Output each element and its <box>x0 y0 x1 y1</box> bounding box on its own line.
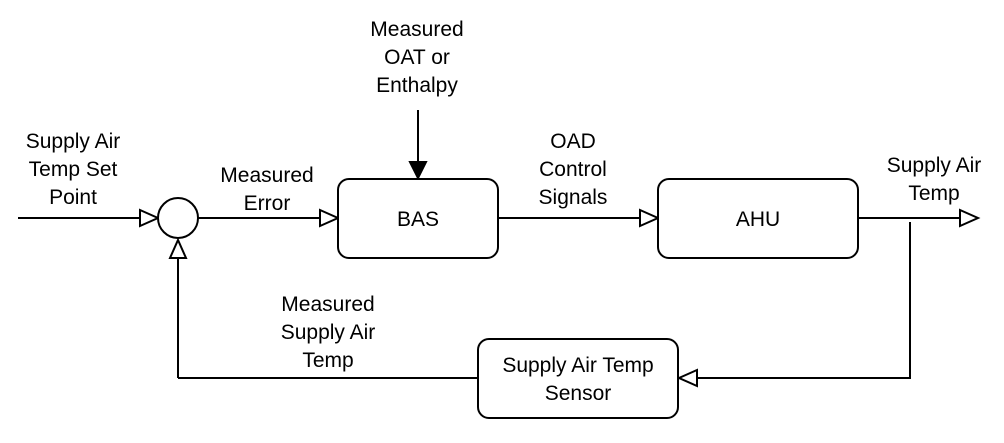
oad-control-label-line-3: Signals <box>539 186 608 209</box>
ahu-block: AHU <box>657 178 859 259</box>
feedback-arrowhead <box>168 237 188 259</box>
sensor-label-line-2: Sensor <box>545 382 612 405</box>
oad-control-label-line-1: OAD <box>550 130 596 153</box>
setpoint-arrowhead <box>139 208 161 228</box>
measured-error-label: Measured Error <box>220 164 313 215</box>
measured-error-label-line-1: Measured <box>220 164 313 187</box>
measured-oat-label: Measured OAT or Enthalpy <box>370 18 463 97</box>
oad-control-label: OAD Control Signals <box>539 130 608 209</box>
oad-arrowhead <box>639 208 661 228</box>
measured-supply-label-line-2: Supply Air <box>281 321 376 344</box>
setpoint-label-line-3: Point <box>49 186 97 209</box>
measured-oat-label-line-2: OAT or <box>384 46 450 69</box>
feedback-wire <box>697 222 911 379</box>
measured-supply-label-line-1: Measured <box>281 293 374 316</box>
measured-supply-label-line-3: Temp <box>302 349 353 372</box>
measured-supply-label: Measured Supply Air Temp <box>281 293 376 372</box>
sensor-input-arrowhead <box>676 368 698 388</box>
error-arrowhead <box>319 208 341 228</box>
summing-junction <box>157 197 199 239</box>
ahu-label: AHU <box>736 208 780 231</box>
setpoint-label-line-2: Temp Set <box>29 158 118 181</box>
measured-error-label-line-2: Error <box>244 192 291 215</box>
sensor-label-line-1: Supply Air Temp <box>502 354 653 377</box>
bas-block: BAS <box>337 178 499 259</box>
oat-arrowhead <box>408 161 428 181</box>
measured-oat-label-line-3: Enthalpy <box>376 74 458 97</box>
supply-air-temp-label-line-1: Supply Air <box>887 154 982 177</box>
setpoint-label-line-1: Supply Air <box>26 130 121 153</box>
oad-control-label-line-2: Control <box>539 158 607 181</box>
sensor-block: Supply Air Temp Sensor <box>477 338 679 419</box>
setpoint-label: Supply Air Temp Set Point <box>26 130 121 209</box>
supply-air-temp-label: Supply Air Temp <box>887 154 982 205</box>
measured-oat-label-line-1: Measured <box>370 18 463 41</box>
bas-label: BAS <box>397 208 439 231</box>
supply-air-temp-label-line-2: Temp <box>908 182 959 205</box>
output-arrowhead <box>959 208 981 228</box>
